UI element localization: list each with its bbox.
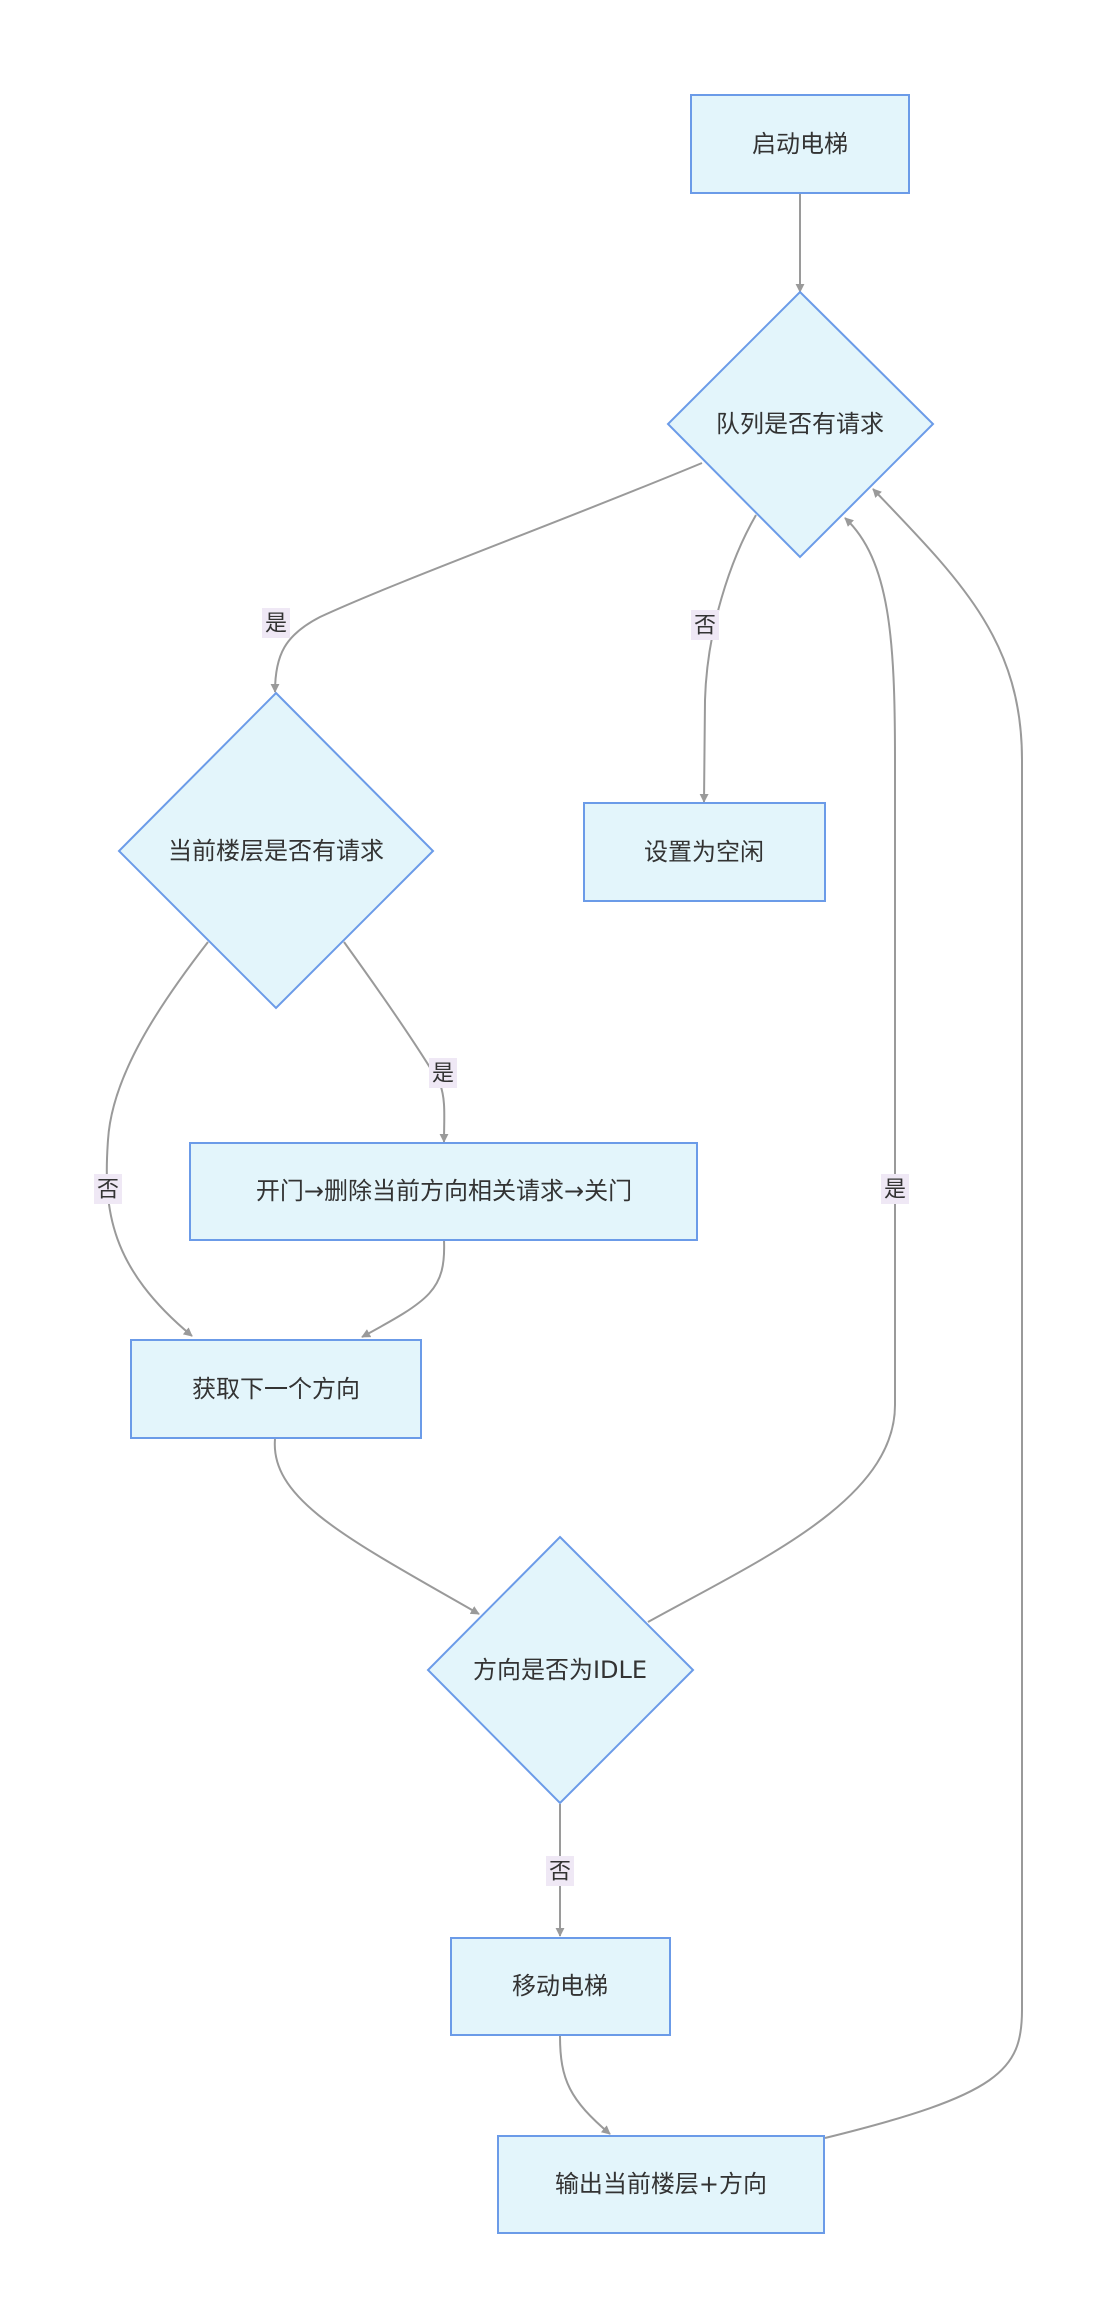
node-idle-check: 方向是否为IDLE xyxy=(426,1535,695,1805)
node-idle-check-label: 方向是否为IDLE xyxy=(473,1656,647,1684)
edge-label-floor-yes-text: 是 xyxy=(432,1062,454,1087)
edge-open-to-get xyxy=(361,1239,446,1338)
node-open-door-label: 开门→删除当前方向相关请求→关门 xyxy=(256,1177,632,1205)
edge-label-floor-no: 否 xyxy=(94,1174,122,1204)
node-start: 启动电梯 xyxy=(690,94,910,194)
node-set-idle: 设置为空闲 xyxy=(583,802,826,902)
edge-label-idle-no: 否 xyxy=(546,1856,574,1886)
edge-floor-yes xyxy=(343,941,449,1143)
edge-label-idle-yes: 是 xyxy=(881,1174,909,1204)
node-move-label: 移动电梯 xyxy=(512,1972,608,2000)
node-queue-check: 队列是否有请求 xyxy=(666,290,935,559)
edge-label-queue-no: 否 xyxy=(691,610,719,640)
edge-get-to-idle xyxy=(273,1438,480,1615)
edge-label-idle-no-text: 否 xyxy=(549,1860,571,1885)
node-set-idle-label: 设置为空闲 xyxy=(644,838,764,866)
node-move: 移动电梯 xyxy=(450,1937,671,2036)
node-get-direction-label: 获取下一个方向 xyxy=(192,1375,360,1403)
edge-label-queue-no-text: 否 xyxy=(694,614,716,639)
node-get-direction: 获取下一个方向 xyxy=(130,1339,422,1439)
node-floor-check-label: 当前楼层是否有请求 xyxy=(168,837,384,865)
edge-label-floor-no-text: 否 xyxy=(97,1178,119,1203)
edge-label-queue-yes-text: 是 xyxy=(265,612,287,637)
node-output: 输出当前楼层+方向 xyxy=(497,2135,825,2234)
edge-queue-yes xyxy=(270,462,703,693)
node-start-label: 启动电梯 xyxy=(752,130,848,158)
edge-idle-yes xyxy=(647,517,896,1623)
node-open-door: 开门→删除当前方向相关请求→关门 xyxy=(189,1142,698,1241)
node-output-label: 输出当前楼层+方向 xyxy=(555,2170,767,2198)
edges xyxy=(105,194,1023,2139)
node-floor-check: 当前楼层是否有请求 xyxy=(117,691,435,1010)
node-queue-check-label: 队列是否有请求 xyxy=(716,410,884,438)
edge-queue-no xyxy=(699,514,757,803)
edge-label-queue-yes: 是 xyxy=(262,608,290,638)
edge-floor-no xyxy=(105,941,209,1337)
edge-move-to-output xyxy=(559,2035,611,2135)
edge-label-idle-yes-text: 是 xyxy=(884,1178,906,1203)
edge-output-to-queue xyxy=(824,488,1023,2139)
edge-label-floor-yes: 是 xyxy=(429,1058,457,1088)
